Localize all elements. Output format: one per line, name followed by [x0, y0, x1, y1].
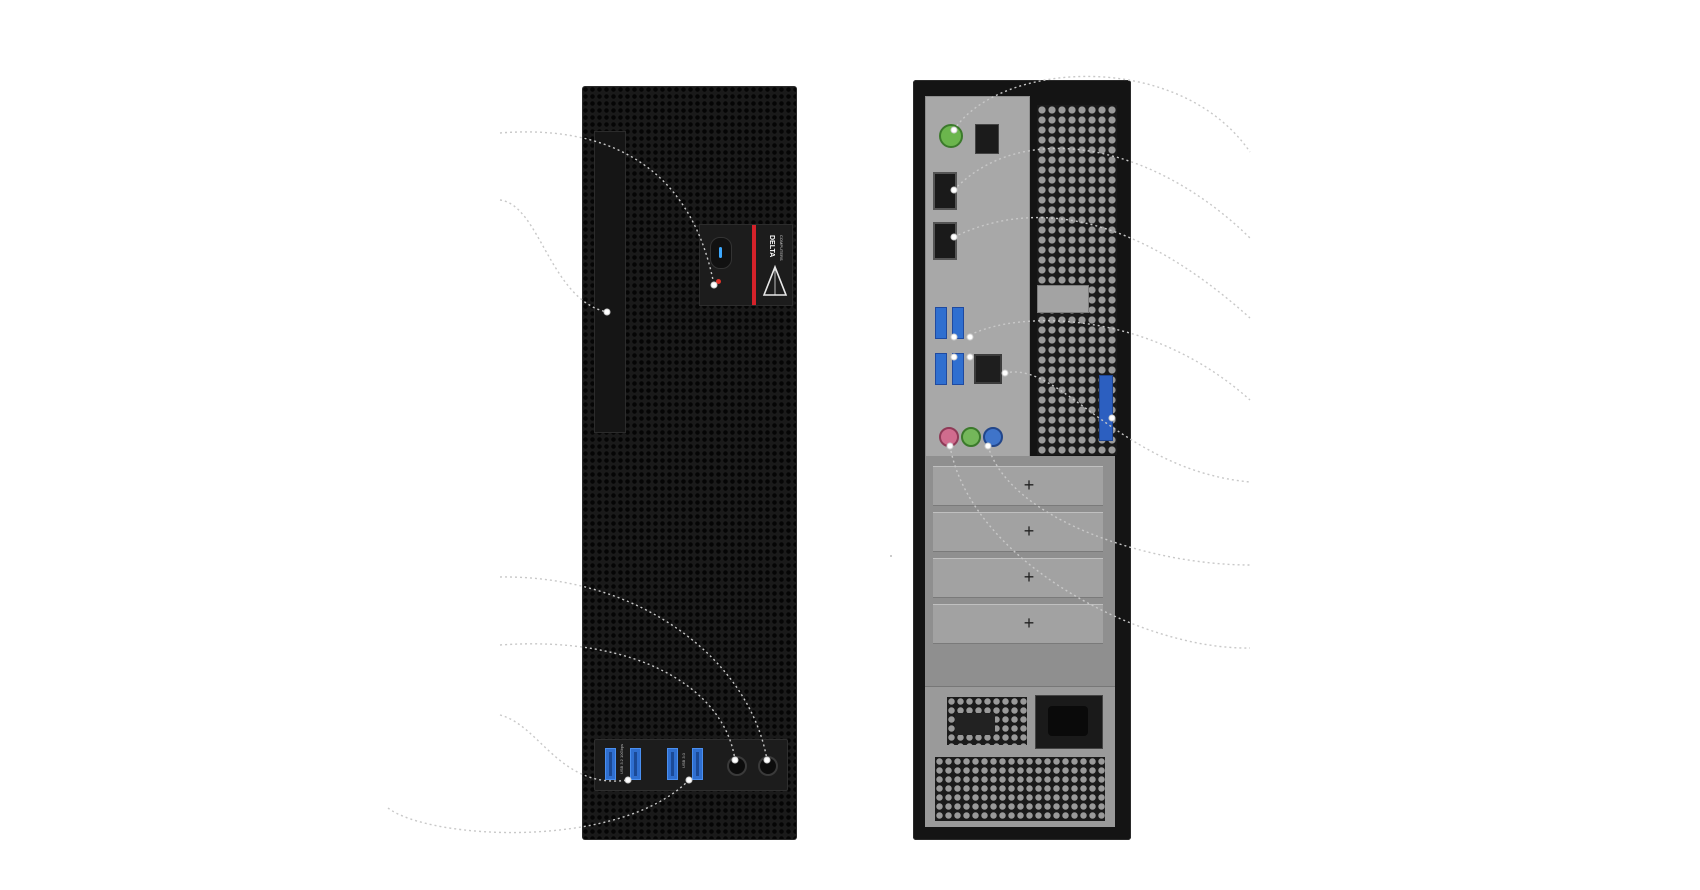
hdmi-port: [933, 172, 957, 210]
expansion-slot-area: + + + +: [925, 456, 1115, 716]
front-io-panel: USB 3.2 10Gbps USB 3.0: [594, 739, 788, 791]
power-supply: [925, 686, 1115, 827]
delta-triangle-icon: DELTA COMPUTERS: [762, 235, 788, 296]
expansion-slot-4: +: [933, 604, 1103, 644]
front-headphone-jack: [727, 756, 747, 776]
rear-usb3-port-2: [952, 307, 964, 339]
usb-speed-label-1: USB 3.2 10Gbps: [619, 743, 624, 774]
ac-power-inlet: [1035, 695, 1103, 749]
rear-io-shield: [925, 96, 1030, 458]
rear-case: + + + +: [913, 80, 1131, 840]
brand-subtitle: COMPUTERS: [779, 235, 784, 261]
lock-bracket: [1037, 285, 1089, 313]
psu-voltage-switch: [955, 713, 995, 735]
power-panel: DELTA COMPUTERS: [699, 224, 793, 306]
power-button-icon: [710, 237, 732, 269]
mic-in-jack: [939, 427, 959, 447]
hdd-led-icon: [716, 279, 721, 284]
psu-vent-lower: [935, 757, 1105, 821]
screw-cross-icon: +: [1023, 475, 1035, 495]
displayport-port: [933, 222, 957, 260]
front-mic-jack: [758, 756, 778, 776]
expansion-slot-2: +: [933, 512, 1103, 552]
front-usb-port-1: [605, 748, 616, 780]
stray-dot: [890, 555, 892, 557]
usb-speed-label-2: USB 3.0: [681, 753, 686, 768]
expansion-slot-3: +: [933, 558, 1103, 598]
rear-usb3-port-1: [935, 307, 947, 339]
screw-cross-icon: +: [1023, 613, 1035, 633]
rear-usb3-port-3: [935, 353, 947, 385]
expansion-slot-1: +: [933, 466, 1103, 506]
brand-name: DELTA: [768, 235, 775, 257]
screw-cross-icon: +: [1023, 567, 1035, 587]
rear-usb3-port-4: [952, 353, 964, 385]
line-out-jack: [961, 427, 981, 447]
screw-cross-icon: +: [1023, 521, 1035, 541]
front-usb-port-2: [630, 748, 641, 780]
front-usb-port-3: [667, 748, 678, 780]
optical-drive-bay: [594, 131, 626, 433]
rear-usb2-ports: [975, 124, 999, 154]
ethernet-port: [974, 354, 1002, 384]
line-in-jack: [983, 427, 1003, 447]
front-case: DELTA COMPUTERS USB 3.2 10Gbps USB 3.0: [582, 86, 797, 840]
vga-port: [1099, 375, 1113, 441]
ps2-port: [939, 124, 963, 148]
front-usb-port-4: [692, 748, 703, 780]
accent-stripe: [752, 225, 756, 305]
